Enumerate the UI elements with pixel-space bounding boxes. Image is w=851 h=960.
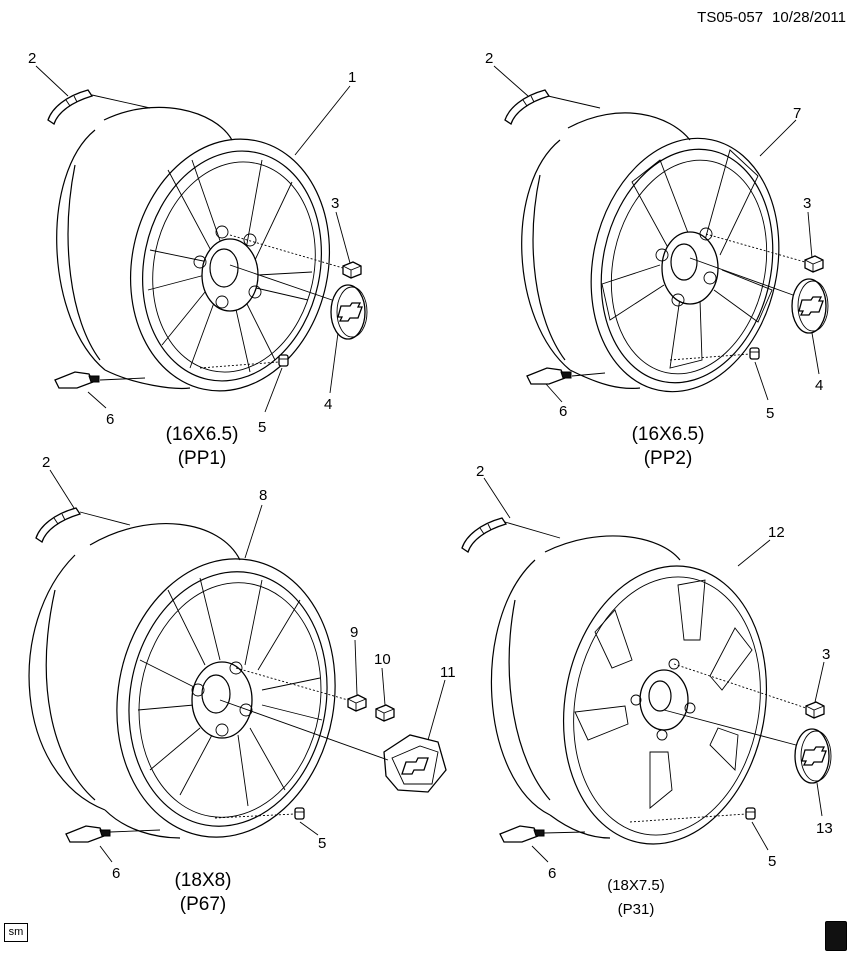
callout-12: 12 [768, 524, 785, 541]
callout-2: 2 [28, 50, 36, 67]
wheel-assembly-pp1: 2 1 3 4 5 6 (16X6.5) (PP1) [28, 50, 368, 469]
callout-2: 2 [42, 454, 50, 471]
callout-5: 5 [766, 405, 774, 422]
rpo-code-caption: (PP2) [644, 448, 693, 469]
wheel-assembly-p67: 2 8 9 10 11 5 6 (18X8) (P67) [28, 454, 456, 915]
callout-7: 7 [793, 105, 801, 122]
callout-6: 6 [559, 403, 567, 420]
rpo-code-caption: (P31) [618, 901, 655, 918]
callout-4: 4 [324, 396, 332, 413]
callout-2: 2 [476, 463, 484, 480]
callout-10: 10 [374, 651, 391, 668]
callout-11: 11 [440, 664, 456, 681]
wheel-assembly-p31: 2 12 3 13 5 6 (18X7.5) (P31) [461, 463, 833, 918]
wheel-size-caption: (18X8) [174, 870, 231, 891]
callout-13: 13 [816, 820, 833, 837]
callout-4: 4 [815, 377, 823, 394]
callout-8: 8 [259, 487, 267, 504]
callout-5: 5 [768, 853, 776, 870]
gm-spo-logo [825, 921, 847, 951]
callout-5: 5 [318, 835, 326, 852]
wheel-assembly-pp2: 2 7 3 4 5 6 (16X6.5) (PP2) [485, 50, 829, 469]
document-header: TS05-057 10/28/2011 [697, 9, 846, 26]
sm-tag: sm [4, 923, 28, 942]
rpo-code-caption: (P67) [180, 894, 226, 915]
document-id: TS05-057 [697, 9, 763, 26]
rpo-code-caption: (PP1) [178, 448, 227, 469]
callout-6: 6 [112, 865, 120, 882]
callout-6: 6 [548, 865, 556, 882]
callout-6: 6 [106, 411, 114, 428]
document-date: 10/28/2011 [772, 9, 846, 26]
callout-3: 3 [822, 646, 830, 663]
wheel-size-caption: (16X6.5) [632, 424, 705, 445]
callout-2: 2 [485, 50, 493, 67]
wheel-size-caption: (16X6.5) [166, 424, 239, 445]
callout-3: 3 [331, 195, 339, 212]
wheel-size-caption: (18X7.5) [607, 877, 665, 894]
callout-3: 3 [803, 195, 811, 212]
callout-9: 9 [350, 624, 358, 641]
callout-1: 1 [348, 69, 356, 86]
callout-5: 5 [258, 419, 266, 436]
